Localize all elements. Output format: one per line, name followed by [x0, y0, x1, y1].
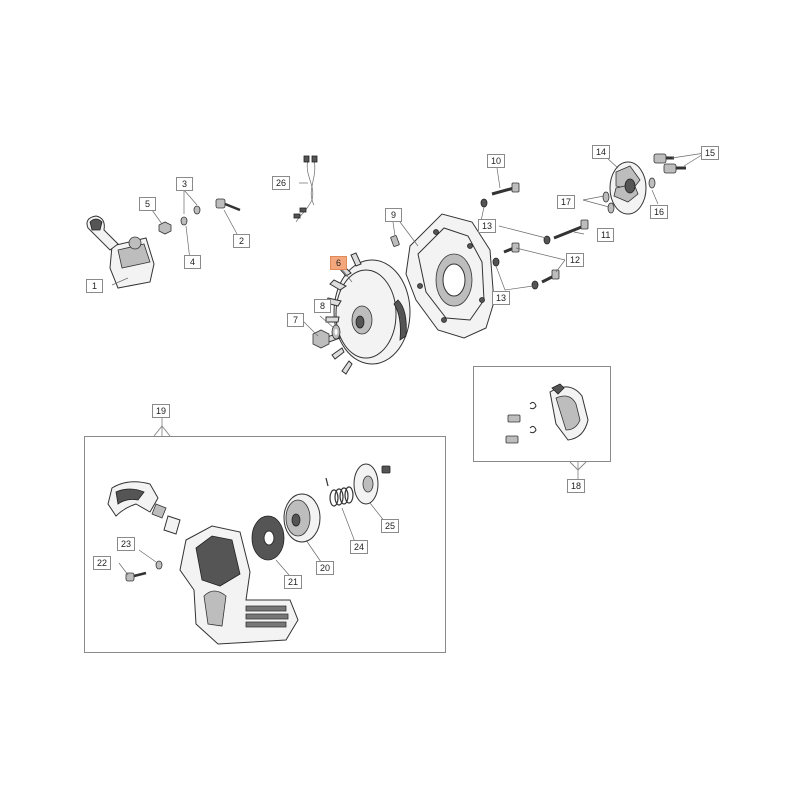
starter-spring-part — [325, 477, 354, 507]
part-label-9[interactable]: 9 — [385, 208, 402, 222]
washer-16-part — [648, 177, 656, 189]
part-label-10[interactable]: 10 — [487, 154, 506, 168]
washer-13b-part — [543, 235, 551, 245]
washer-23-part — [155, 560, 163, 570]
flywheel-part — [325, 252, 411, 375]
part-label-11[interactable]: 11 — [597, 228, 615, 242]
clutch-part — [609, 161, 647, 215]
part-label-23[interactable]: 23 — [117, 537, 136, 551]
key-9-part — [390, 235, 400, 247]
part-label-4[interactable]: 4 — [184, 255, 201, 269]
washer-13d-part — [531, 280, 539, 290]
washer-3-part — [193, 205, 201, 215]
part-label-3[interactable]: 3 — [176, 177, 193, 191]
starter-spring-cover-part — [251, 515, 285, 561]
part-label-20[interactable]: 20 — [316, 561, 335, 575]
washer-4-part — [180, 216, 188, 226]
part-label-1[interactable]: 1 — [86, 279, 103, 293]
bolt-11-part — [553, 219, 589, 240]
part-label-13-lower[interactable]: 13 — [492, 291, 511, 305]
starter-pulley-part — [283, 493, 321, 543]
starter-handle-part — [107, 481, 181, 535]
part-label-21[interactable]: 21 — [284, 575, 303, 589]
box-18-pointer — [569, 461, 587, 471]
washer-17b-part — [607, 202, 615, 214]
part-label-8[interactable]: 8 — [314, 299, 331, 313]
starter-housing-part — [179, 525, 299, 645]
part-label-24[interactable]: 24 — [350, 540, 369, 554]
ignition-wire-part — [293, 155, 318, 223]
group-box-18 — [473, 366, 611, 462]
part-label-22[interactable]: 22 — [93, 556, 112, 570]
clutch-screw-15a-part — [653, 153, 674, 164]
crankcase-housing-part — [405, 213, 495, 339]
ignition-coil-part — [86, 215, 155, 289]
washer-17a-part — [602, 191, 610, 203]
washer-13a-part — [480, 198, 488, 208]
part-label-2[interactable]: 2 — [233, 234, 250, 248]
clutch-screw-15b-part — [663, 163, 686, 174]
bolt-12b-part — [541, 269, 560, 284]
part-label-12[interactable]: 12 — [566, 253, 585, 267]
part-label-17[interactable]: 17 — [557, 195, 576, 209]
part-label-15[interactable]: 15 — [701, 146, 720, 160]
part-label-13-upper[interactable]: 13 — [478, 219, 497, 233]
part-label-14[interactable]: 14 — [592, 145, 611, 159]
washer-13c-part — [492, 257, 500, 267]
clutch-shoe-detail-part — [505, 383, 589, 444]
part-label-5[interactable]: 5 — [139, 197, 156, 211]
bolt-12a-part — [503, 242, 520, 254]
part-label-6-highlighted[interactable]: 6 — [330, 256, 347, 270]
bolt-10-part — [491, 182, 520, 196]
screw-2-part — [215, 198, 241, 212]
starter-plate-part — [353, 463, 391, 505]
box-19-pointer — [153, 425, 171, 437]
part-label-18[interactable]: 18 — [567, 479, 586, 493]
part-label-7[interactable]: 7 — [287, 313, 304, 327]
nut-7-part — [312, 329, 330, 349]
nut-5-part — [158, 221, 172, 235]
part-label-26[interactable]: 26 — [272, 176, 291, 190]
part-label-19[interactable]: 19 — [152, 404, 171, 418]
part-label-25[interactable]: 25 — [381, 519, 400, 533]
group-box-19 — [84, 436, 446, 653]
part-label-16[interactable]: 16 — [650, 205, 669, 219]
